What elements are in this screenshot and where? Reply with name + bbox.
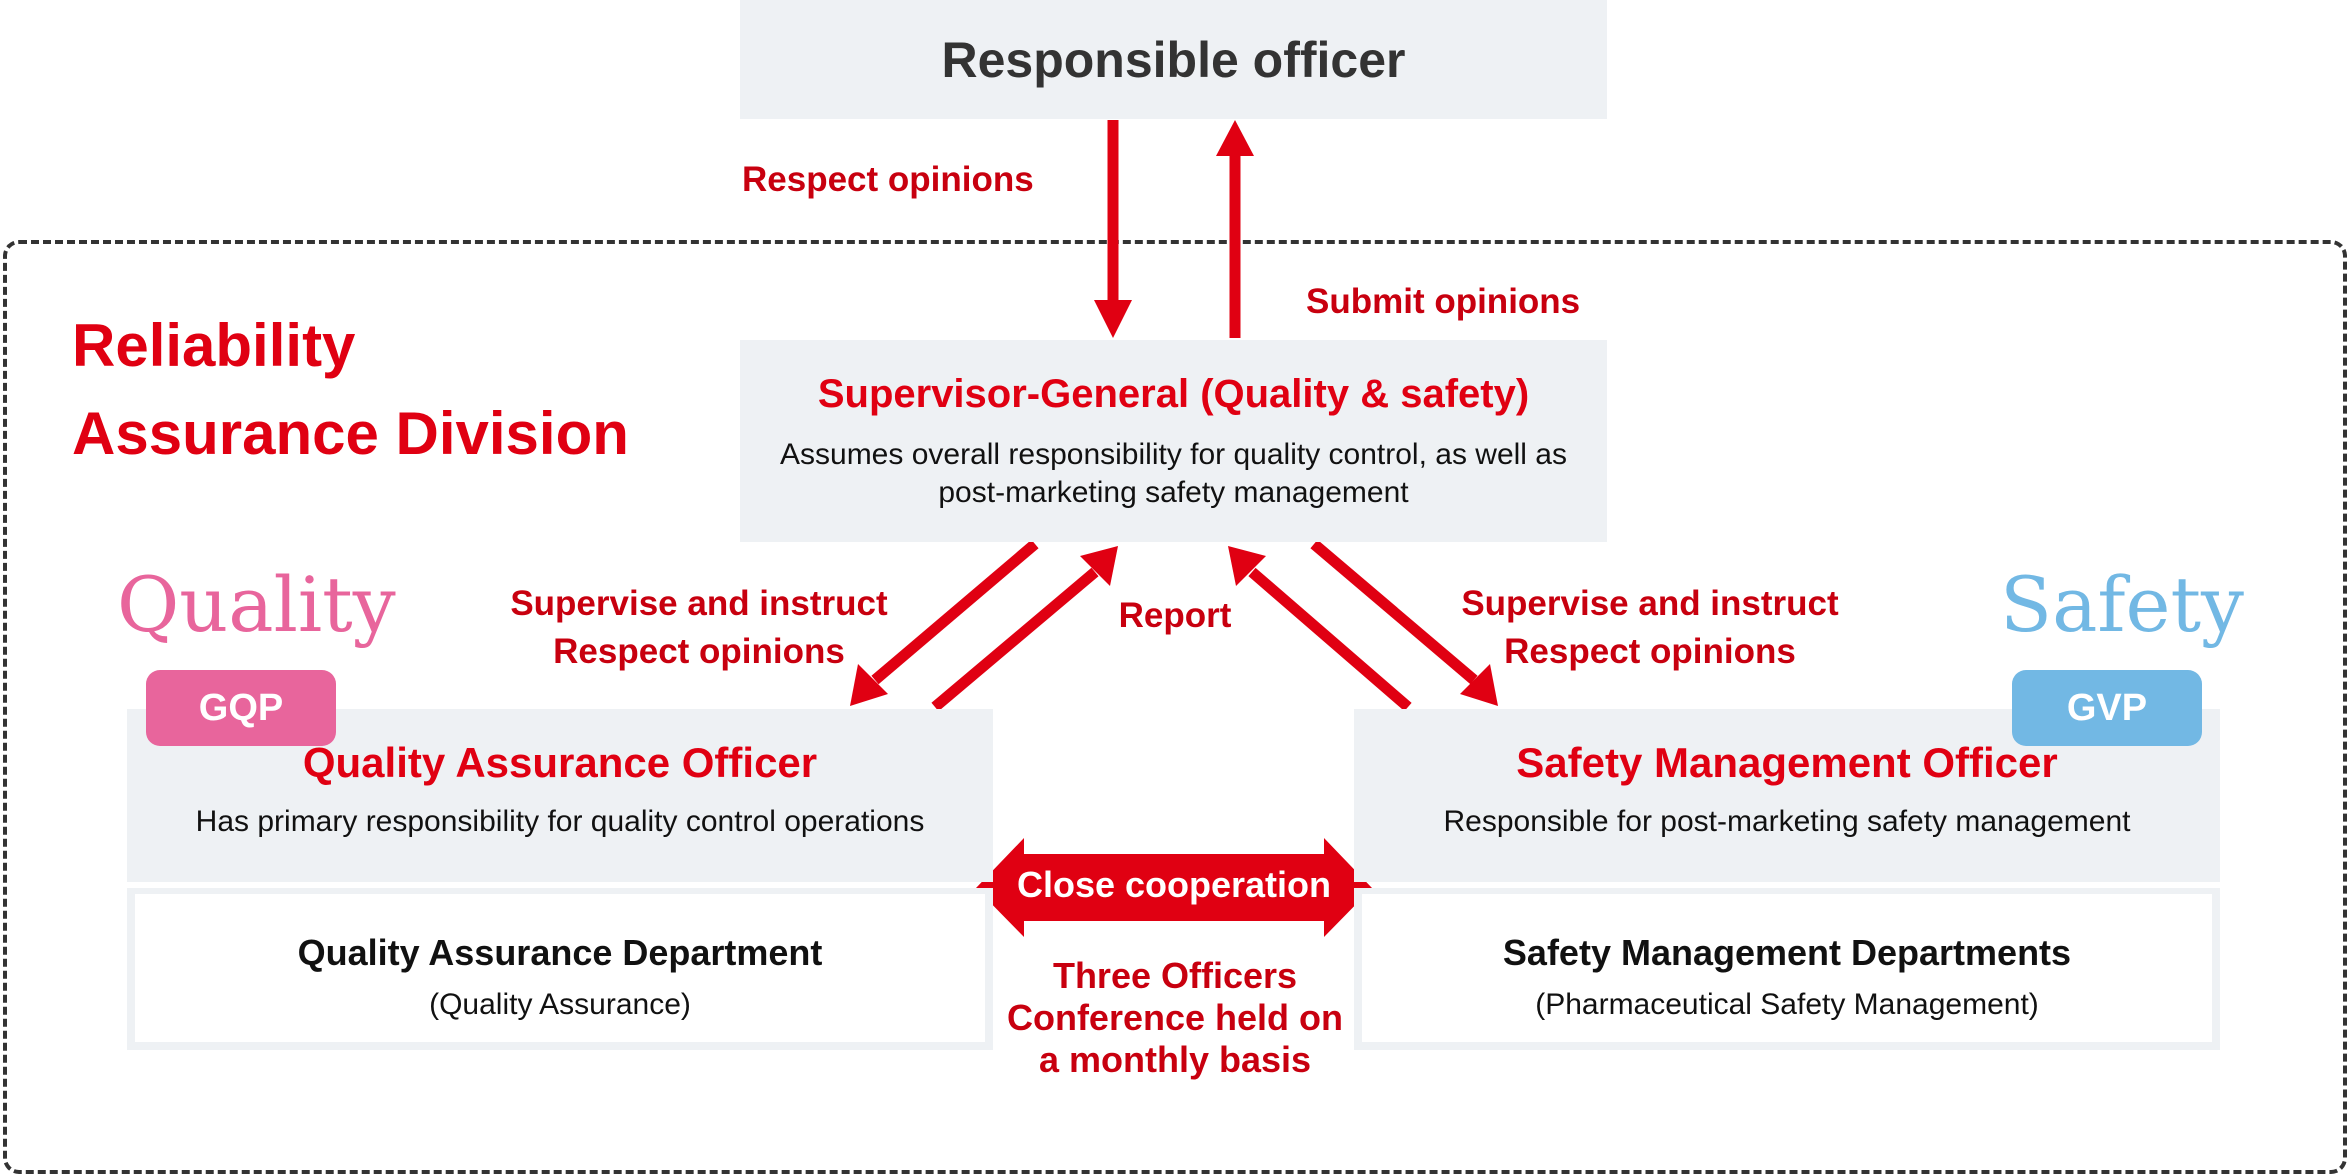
responsible-officer-title: Responsible officer — [941, 31, 1406, 88]
quality-department-title: Quality Assurance Department — [297, 932, 823, 973]
arrow-supervise-safety — [1310, 539, 1478, 685]
arrow-head-report-quality — [1080, 546, 1118, 586]
arrow-head-down — [1094, 300, 1132, 338]
close-cooperation-arrow — [976, 838, 1372, 937]
arrow-head-report-safety — [1228, 546, 1266, 586]
division-title-line1: Reliability — [72, 312, 356, 379]
quality-department-inner: Quality Assurance Department (Quality As… — [135, 894, 985, 1042]
division-title: Reliability Assurance Division — [72, 302, 629, 478]
quality-officer-title: Quality Assurance Officer — [302, 739, 818, 786]
label-right-respect: Respect opinions — [1504, 632, 1796, 671]
three-officers-conference-note: Three Officers Conference held on a mont… — [1006, 955, 1344, 1080]
quality-department-box: Quality Assurance Department (Quality As… — [127, 888, 993, 1050]
label-submit-opinions: Submit opinions — [1306, 282, 1581, 321]
safety-department-inner: Safety Management Departments (Pharmaceu… — [1362, 894, 2212, 1042]
label-left-respect: Respect opinions — [553, 632, 845, 671]
arrow-head-up — [1216, 120, 1254, 156]
label-left-edge: Supervise and instruct Respect opinions — [504, 580, 894, 676]
gqp-badge: GQP — [146, 670, 336, 746]
arrow-head-supervise-quality — [850, 664, 888, 706]
responsible-officer-box: Responsible officer — [740, 0, 1607, 119]
division-title-line2: Assurance Division — [72, 400, 629, 467]
safety-department-box: Safety Management Departments (Pharmaceu… — [1354, 888, 2220, 1050]
supervisor-general-title: Supervisor-General (Quality & safety) — [817, 372, 1530, 416]
label-report: Report — [1118, 596, 1232, 635]
quality-officer-description: Has primary responsibility for quality c… — [195, 805, 925, 838]
reliability-assurance-division-border — [3, 240, 2347, 1174]
label-right-supervise: Supervise and instruct — [1461, 584, 1839, 623]
safety-category-label: Safety — [2000, 560, 2244, 649]
safety-department-title: Safety Management Departments — [1502, 932, 2072, 973]
safety-department-sub: (Pharmaceutical Safety Management) — [1535, 988, 2039, 1021]
quality-category-label: Quality — [117, 560, 396, 649]
arrow-supervise-quality — [871, 539, 1039, 685]
label-left-supervise: Supervise and instruct — [510, 584, 888, 623]
arrow-report-safety — [1248, 567, 1412, 712]
supervisor-general-box: Supervisor-General (Quality & safety) As… — [740, 340, 1607, 542]
close-cooperation-label: Close cooperation — [1016, 864, 1332, 905]
safety-officer-description: Responsible for post-marketing safety ma… — [1443, 805, 2131, 838]
label-right-edge: Supervise and instruct Respect opinions — [1455, 580, 1845, 676]
arrow-report-quality — [931, 567, 1099, 712]
supervisor-general-description: Assumes overall responsibility for quali… — [780, 438, 1567, 509]
arrow-head-supervise-safety — [1460, 664, 1498, 706]
safety-officer-title: Safety Management Officer — [1516, 739, 2058, 786]
quality-department-sub: (Quality Assurance) — [429, 988, 691, 1021]
gvp-badge: GVP — [2012, 670, 2202, 746]
label-respect-opinions-top: Respect opinions — [742, 160, 1034, 199]
